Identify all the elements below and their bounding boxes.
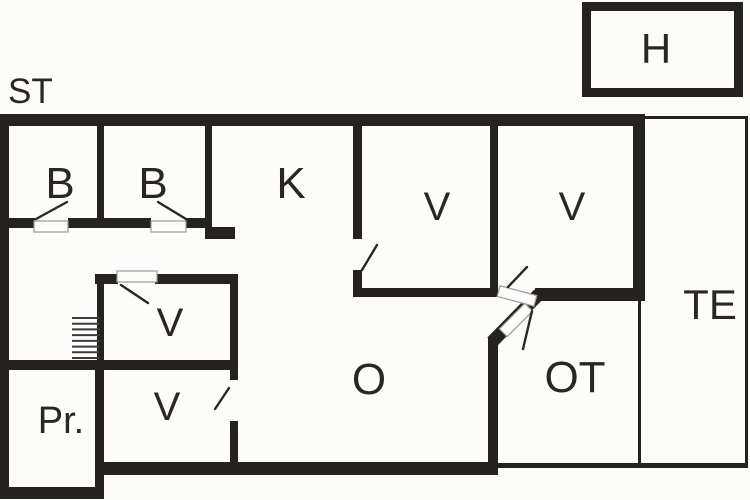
room-label-pr: Pr. xyxy=(37,400,85,442)
room-label-annex-h: H xyxy=(640,25,672,72)
annex-outline xyxy=(582,2,743,97)
plan-label-st: ST xyxy=(8,72,53,111)
room-label-k: K xyxy=(276,159,306,208)
room-label-b1: B xyxy=(45,159,75,208)
walls xyxy=(0,114,645,499)
room-label-v4: V xyxy=(153,385,181,429)
stairs-icon xyxy=(72,317,100,359)
door-swings xyxy=(34,200,534,411)
room-label-b2: B xyxy=(138,159,168,208)
terrace-borders xyxy=(498,116,748,468)
room-label-v2: V xyxy=(558,185,586,229)
room-label-v1: V xyxy=(423,185,451,229)
room-label-v3: V xyxy=(156,301,184,345)
room-label-te: TE xyxy=(683,281,737,328)
room-label-o: O xyxy=(351,355,387,404)
room-label-ot: OT xyxy=(544,353,606,402)
door-leaves xyxy=(33,220,538,338)
